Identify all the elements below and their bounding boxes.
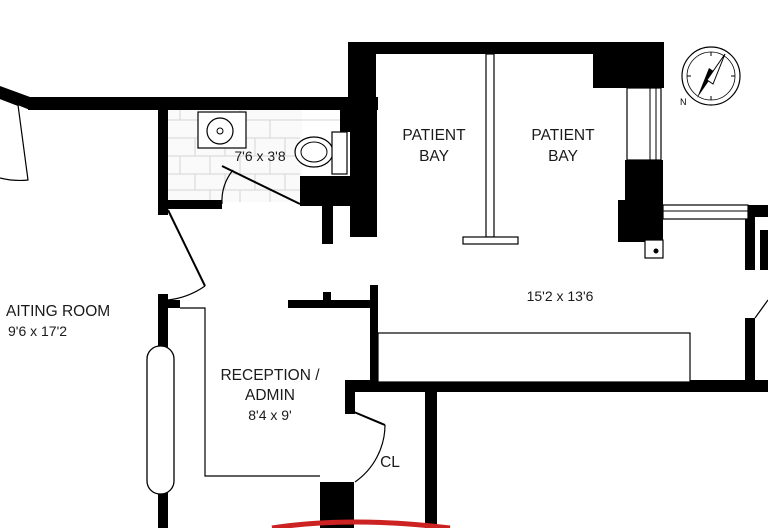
window-right — [626, 87, 749, 220]
compass-north-label: N — [680, 97, 687, 107]
waiting-bench — [146, 345, 175, 495]
reception-counter — [180, 307, 320, 477]
compass-icon: N — [680, 46, 741, 107]
bathroom-dimensions: 7'6 x 3'8 — [234, 148, 285, 164]
walls — [0, 42, 768, 528]
patient-bay-left-line2: BAY — [419, 148, 449, 165]
reception-label-line1: RECEPTION / — [220, 367, 320, 384]
doors — [0, 97, 768, 483]
reception-dimensions: 8'4 x 9' — [248, 407, 291, 423]
bathroom-fixtures — [197, 111, 348, 175]
waiting-room-label: AITING ROOM — [6, 303, 110, 320]
waiting-room-dimensions: 9'6 x 17'2 — [8, 323, 67, 339]
bay-divider — [462, 53, 519, 245]
counter — [377, 332, 691, 383]
sink-fixture — [644, 239, 664, 259]
reception-label-line2: ADMIN — [245, 387, 295, 404]
patient-bay-right-line2: BAY — [548, 148, 578, 165]
patient-bay-left-line1: PATIENT — [402, 127, 466, 144]
drain-icon — [653, 248, 659, 254]
patient-area-dimensions: 15'2 x 13'6 — [527, 288, 594, 304]
patient-bay-right-line1: PATIENT — [531, 127, 595, 144]
red-arc-marker — [271, 519, 451, 528]
closet-label: CL — [380, 454, 400, 471]
